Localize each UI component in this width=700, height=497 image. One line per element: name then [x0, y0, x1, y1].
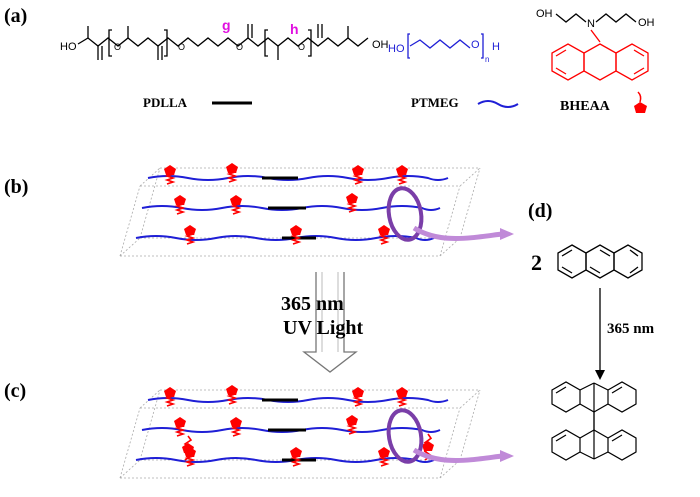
crosslink-unit [164, 165, 176, 175]
crosslink-unit [396, 165, 408, 175]
box-edge [119, 459, 141, 479]
box-edge [139, 167, 161, 239]
ptmeg-o-text: O [471, 39, 480, 51]
svg-text:O: O [178, 42, 185, 52]
box-edge [139, 389, 161, 461]
ptmeg-structure: HO O n H [388, 33, 500, 64]
pdlla-name: PDLLA [143, 95, 188, 110]
anthracene-monomer [557, 244, 643, 279]
pointer-arrowhead [500, 450, 514, 462]
box-edge [119, 185, 141, 257]
box-edge [439, 185, 461, 257]
stoich-coefficient: 2 [531, 250, 542, 275]
uv-light-label: UV Light [283, 317, 364, 339]
crosslink-unit [290, 225, 302, 235]
polymer-chain [147, 397, 449, 403]
uv-wavelength-label: 365 nm [281, 293, 344, 315]
small-wavelength-label: 365 nm [607, 321, 655, 337]
pointer-arrow [412, 225, 503, 241]
polymer-chain [147, 175, 449, 181]
panel-label-b: (b) [4, 176, 28, 198]
svg-text:O: O [298, 42, 305, 52]
pointer-arrow [412, 447, 503, 463]
crosslink-unit [396, 387, 408, 397]
crosslink-unit [174, 195, 186, 205]
pdlla-structure: HO O O O O g h OH [60, 17, 389, 60]
highlight-ellipse [386, 408, 424, 464]
pdlla-label-g: g [222, 17, 231, 33]
crosslink-unit [378, 447, 390, 457]
crosslink-unit [346, 415, 358, 425]
crosslink-unit [230, 417, 242, 427]
crosslink-unit [378, 225, 390, 235]
bheaa-oh-left: OH [536, 8, 553, 20]
bheaa-anthracene [551, 43, 649, 81]
box-edge [459, 167, 481, 187]
box-edge [439, 407, 461, 479]
anthracene-dimer [551, 381, 637, 461]
pdlla-label-h: h [290, 21, 299, 37]
ptmeg-legend-wave [477, 100, 519, 108]
network-panel-b [119, 163, 514, 257]
panel-label-c: (c) [4, 380, 26, 402]
ptmeg-n-text: n [485, 55, 489, 64]
crosslink-unit [184, 225, 196, 235]
box-edge [439, 237, 461, 257]
crosslink-unit [352, 165, 364, 175]
crosslink-unit [226, 385, 238, 395]
crosslink-unit [346, 193, 358, 203]
box-edge [459, 389, 481, 461]
crosslink-unit [226, 163, 238, 173]
crosslink-unit [182, 443, 194, 453]
crosslink-unit [230, 195, 242, 205]
bheaa-n-atom: N [587, 18, 595, 30]
network-panel-c [119, 385, 514, 479]
crosslink-unit [174, 417, 186, 427]
bheaa-structure: OH N OH [536, 8, 655, 43]
panel-label-a: (a) [4, 5, 27, 27]
box-edge [459, 167, 481, 239]
panel-label-d: (d) [528, 200, 552, 222]
crosslink-unit [352, 387, 364, 397]
uv-arrow [302, 272, 358, 373]
box-edge [439, 459, 461, 479]
reaction-arrow-d [595, 288, 605, 380]
box-edge [119, 237, 141, 257]
pdlla-oh-text: OH [372, 39, 389, 51]
bheaa-name: BHEAA [560, 99, 611, 114]
pointer-arrowhead [500, 228, 514, 240]
bheaa-oh-right: OH [638, 17, 655, 29]
pdlla-ho-text: HO [60, 41, 77, 53]
svg-text:O: O [236, 42, 243, 52]
svg-text:O: O [114, 42, 121, 52]
ptmeg-name: PTMEG [411, 95, 459, 110]
crosslink-unit [422, 441, 434, 451]
bheaa-legend-symbol [634, 91, 647, 113]
crosslink-unit [290, 447, 302, 457]
ptmeg-ho-text: HO [388, 43, 405, 55]
box-edge [459, 389, 481, 409]
box-edge [119, 407, 141, 479]
ptmeg-h-text: H [492, 41, 500, 53]
crosslink-unit [164, 387, 176, 397]
highlight-ellipse [386, 186, 424, 242]
